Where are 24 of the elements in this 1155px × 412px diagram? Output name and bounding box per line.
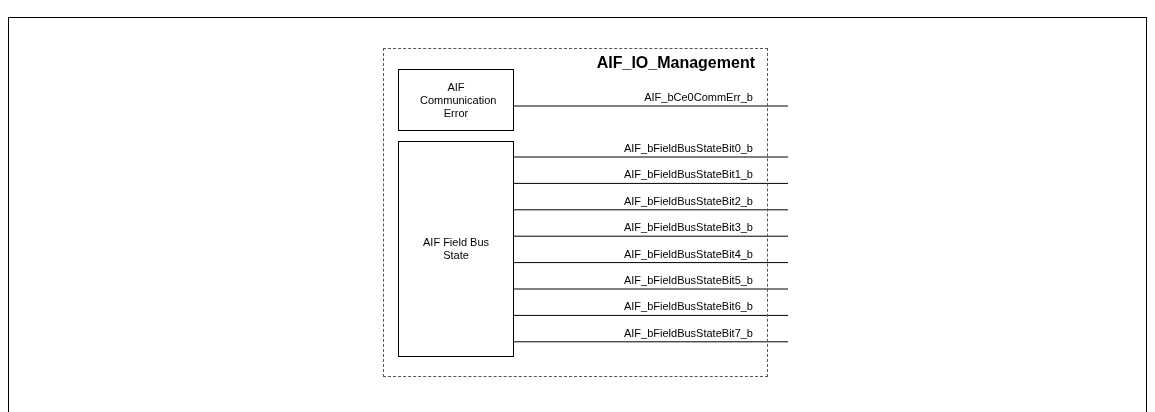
group-title: AIF_IO_Management: [596, 55, 755, 71]
signal-line: [513, 209, 789, 211]
signal-name: AIF_bFieldBusStateBit7_b: [623, 326, 753, 339]
signal-line: [513, 105, 789, 107]
dashed-group-box: [383, 48, 768, 377]
signal-line: [513, 235, 789, 237]
box-label: AIF Communication Error: [419, 80, 496, 120]
signal-name: AIF_bFieldBusStateBit6_b: [623, 300, 753, 313]
signal-name: AIF_bFieldBusStateBit3_b: [623, 221, 753, 234]
signal-name: AIF_bFieldBusStateBit4_b: [623, 247, 753, 260]
signal-line: [513, 262, 789, 264]
signal-line: [513, 182, 789, 184]
function-box: [398, 141, 514, 357]
signal-line: [513, 156, 789, 158]
function-box: [398, 69, 514, 131]
signal-name: AIF_bFieldBusStateBit1_b: [623, 168, 753, 181]
signal-line: [513, 314, 789, 316]
signal-line: [513, 341, 789, 343]
signal-name: AIF_bCe0CommErr_b: [644, 91, 753, 103]
signal-name: AIF_bFieldBusStateBit0_b: [623, 142, 753, 154]
signal-name: AIF_bFieldBusStateBit5_b: [623, 274, 753, 286]
box-label: AIF Field Bus State: [422, 236, 490, 262]
signal-line: [513, 288, 789, 290]
signal-name: AIF_bFieldBusStateBit2_b: [623, 194, 753, 207]
